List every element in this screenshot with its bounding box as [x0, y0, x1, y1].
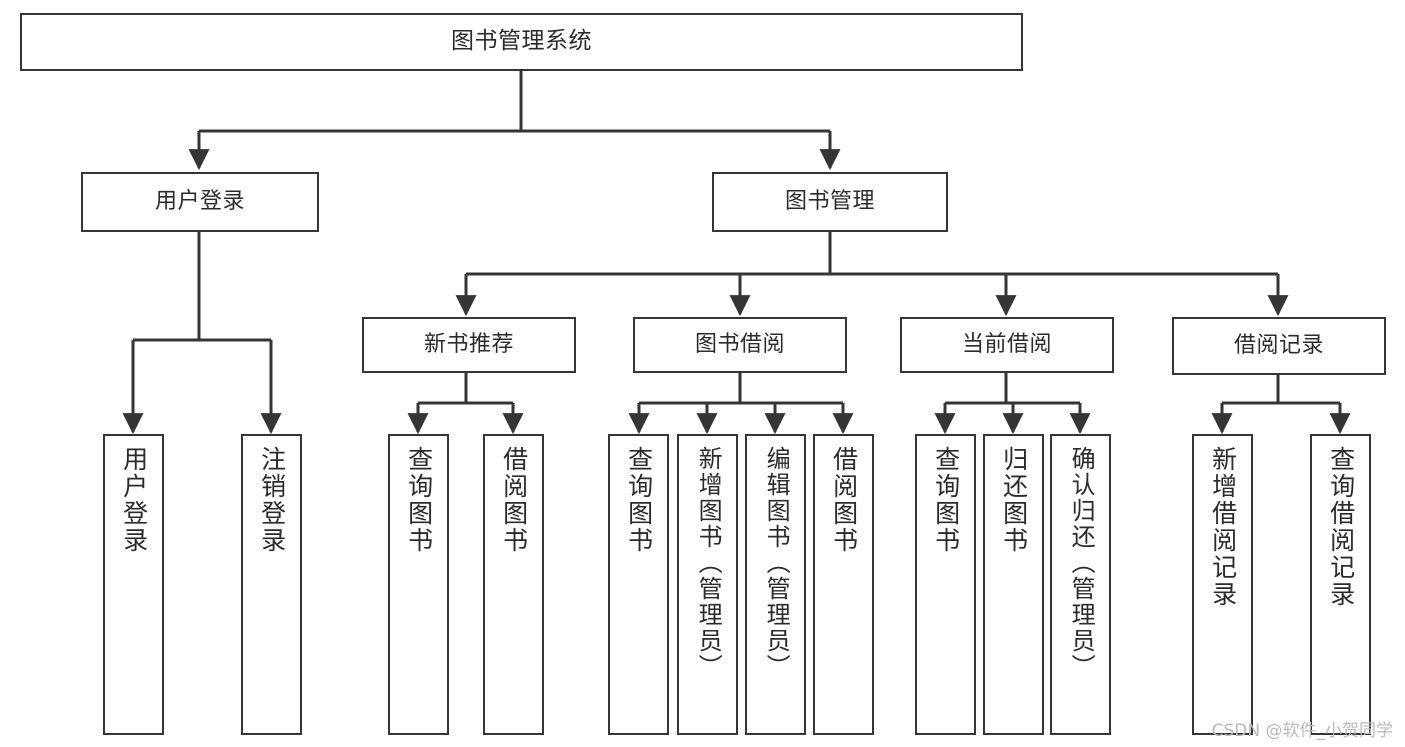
leaf-add-borrow-record[interactable]: 新增借阅记录 — [1192, 434, 1253, 735]
leaf-borrow-book[interactable]: 借阅图书 — [813, 434, 874, 735]
node-label: 用户登录 — [154, 189, 245, 215]
node-label: 新增借阅记录 — [1208, 446, 1238, 608]
node-book-management[interactable]: 图书管理 — [712, 172, 948, 232]
node-label: 当前借阅 — [961, 332, 1052, 358]
leaf-borrow-book-recommend[interactable]: 借阅图书 — [483, 434, 544, 735]
node-current-borrow[interactable]: 当前借阅 — [900, 317, 1114, 373]
node-label: 查询借阅记录 — [1326, 446, 1356, 608]
leaf-query-book-borrow[interactable]: 查询图书 — [608, 434, 669, 735]
leaf-query-borrow-record[interactable]: 查询借阅记录 — [1310, 434, 1371, 735]
leaf-user-login[interactable]: 用户登录 — [103, 434, 164, 735]
leaf-query-book-current[interactable]: 查询图书 — [915, 434, 976, 735]
node-label: 归还图书 — [999, 446, 1029, 554]
node-label: 查询图书 — [931, 446, 961, 554]
node-book-borrow[interactable]: 图书借阅 — [633, 317, 847, 373]
node-label: 新书推荐 — [423, 332, 514, 358]
node-label: 借阅图书 — [829, 446, 859, 554]
node-user-login[interactable]: 用户登录 — [81, 172, 319, 232]
node-label: 确认归还（管理员） — [1067, 446, 1096, 680]
leaf-logout-login[interactable]: 注销登录 — [241, 434, 302, 735]
node-label: 图书管理系统 — [451, 28, 592, 55]
leaf-confirm-return-admin[interactable]: 确认归还（管理员） — [1050, 434, 1111, 735]
node-label: 查询图书 — [624, 446, 654, 554]
node-book-management-system[interactable]: 图书管理系统 — [20, 13, 1023, 71]
node-label: 用户登录 — [119, 446, 149, 554]
node-new-book-recommend[interactable]: 新书推荐 — [362, 317, 576, 373]
node-label: 新增图书（管理员） — [694, 446, 723, 680]
node-borrow-record[interactable]: 借阅记录 — [1172, 317, 1386, 375]
node-label: 图书借阅 — [694, 332, 785, 358]
node-label: 图书管理 — [784, 189, 875, 215]
leaf-return-book[interactable]: 归还图书 — [983, 434, 1044, 735]
leaf-query-book-recommend[interactable]: 查询图书 — [388, 434, 449, 735]
leaf-edit-book-admin[interactable]: 编辑图书（管理员） — [745, 434, 806, 735]
node-label: 借阅记录 — [1233, 333, 1324, 359]
node-label: 注销登录 — [257, 446, 287, 554]
node-label: 编辑图书（管理员） — [762, 446, 791, 680]
node-label: 借阅图书 — [499, 446, 529, 554]
watermark-text: CSDN @软件_小贺同学 — [1211, 721, 1393, 741]
node-label: 查询图书 — [404, 446, 434, 554]
leaf-add-book-admin[interactable]: 新增图书（管理员） — [677, 434, 738, 735]
